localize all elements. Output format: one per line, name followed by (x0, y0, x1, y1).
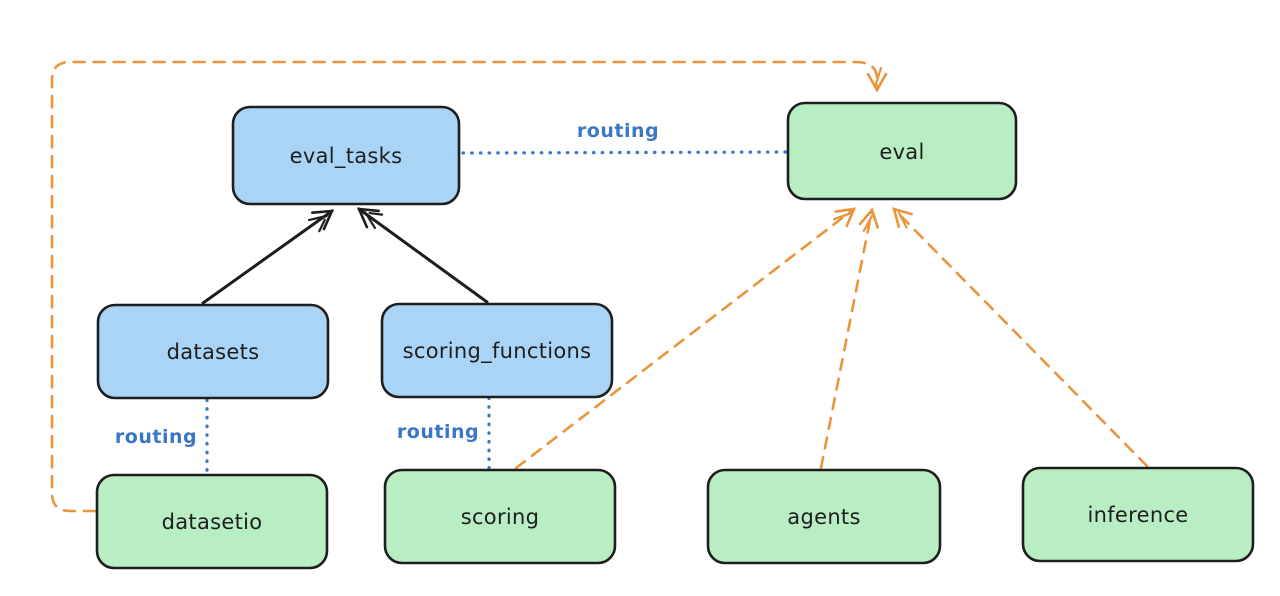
node-inference: inference (1021, 466, 1255, 563)
node-eval-tasks-box (231, 105, 461, 206)
node-eval-tasks-label: eval_tasks (290, 144, 403, 169)
node-datasets-label: datasets (167, 340, 260, 364)
edge-inference-eval-dashed-arrow (892, 207, 1149, 468)
node-scoring-label: scoring (461, 505, 540, 529)
edge-datasets-evaltasks-arrow (201, 209, 335, 305)
edge-evaltasks-eval-dotted (461, 150, 788, 155)
node-agents-box (706, 468, 942, 565)
edge-scoring-eval-dashed-arrow (514, 207, 857, 470)
node-scoring-box (383, 468, 617, 565)
node-datasetio: datasetio (95, 473, 329, 570)
node-scoring-functions-label: scoring_functions (403, 339, 592, 364)
node-inference-box (1021, 466, 1255, 563)
edge-scoringfunctions-evaltasks-arrow (356, 207, 489, 304)
node-eval-box (786, 101, 1018, 201)
edge-datasetio-eval-dashed-arrow (50, 60, 888, 513)
routing-label-datasets-datasetio: routing (115, 426, 197, 448)
node-scoring: scoring (383, 468, 617, 565)
routing-label-scoringfunctions-scoring: routing (397, 421, 479, 443)
node-datasets: datasets (96, 303, 330, 400)
node-datasetio-box (95, 473, 329, 570)
node-datasets-box (96, 303, 330, 400)
node-eval-tasks: eval_tasks (231, 105, 461, 206)
routing-label-evaltasks-eval: routing (577, 120, 659, 142)
node-inference-label: inference (1087, 503, 1188, 527)
edge-agents-eval-dashed-arrow (819, 207, 880, 470)
node-eval: eval (786, 101, 1018, 201)
node-scoring-functions-box (380, 302, 614, 399)
node-agents: agents (706, 468, 942, 565)
node-scoring-functions: scoring_functions (380, 302, 614, 399)
node-eval-label: eval (879, 140, 924, 164)
node-agents-label: agents (787, 505, 860, 529)
node-datasetio-label: datasetio (162, 510, 263, 534)
